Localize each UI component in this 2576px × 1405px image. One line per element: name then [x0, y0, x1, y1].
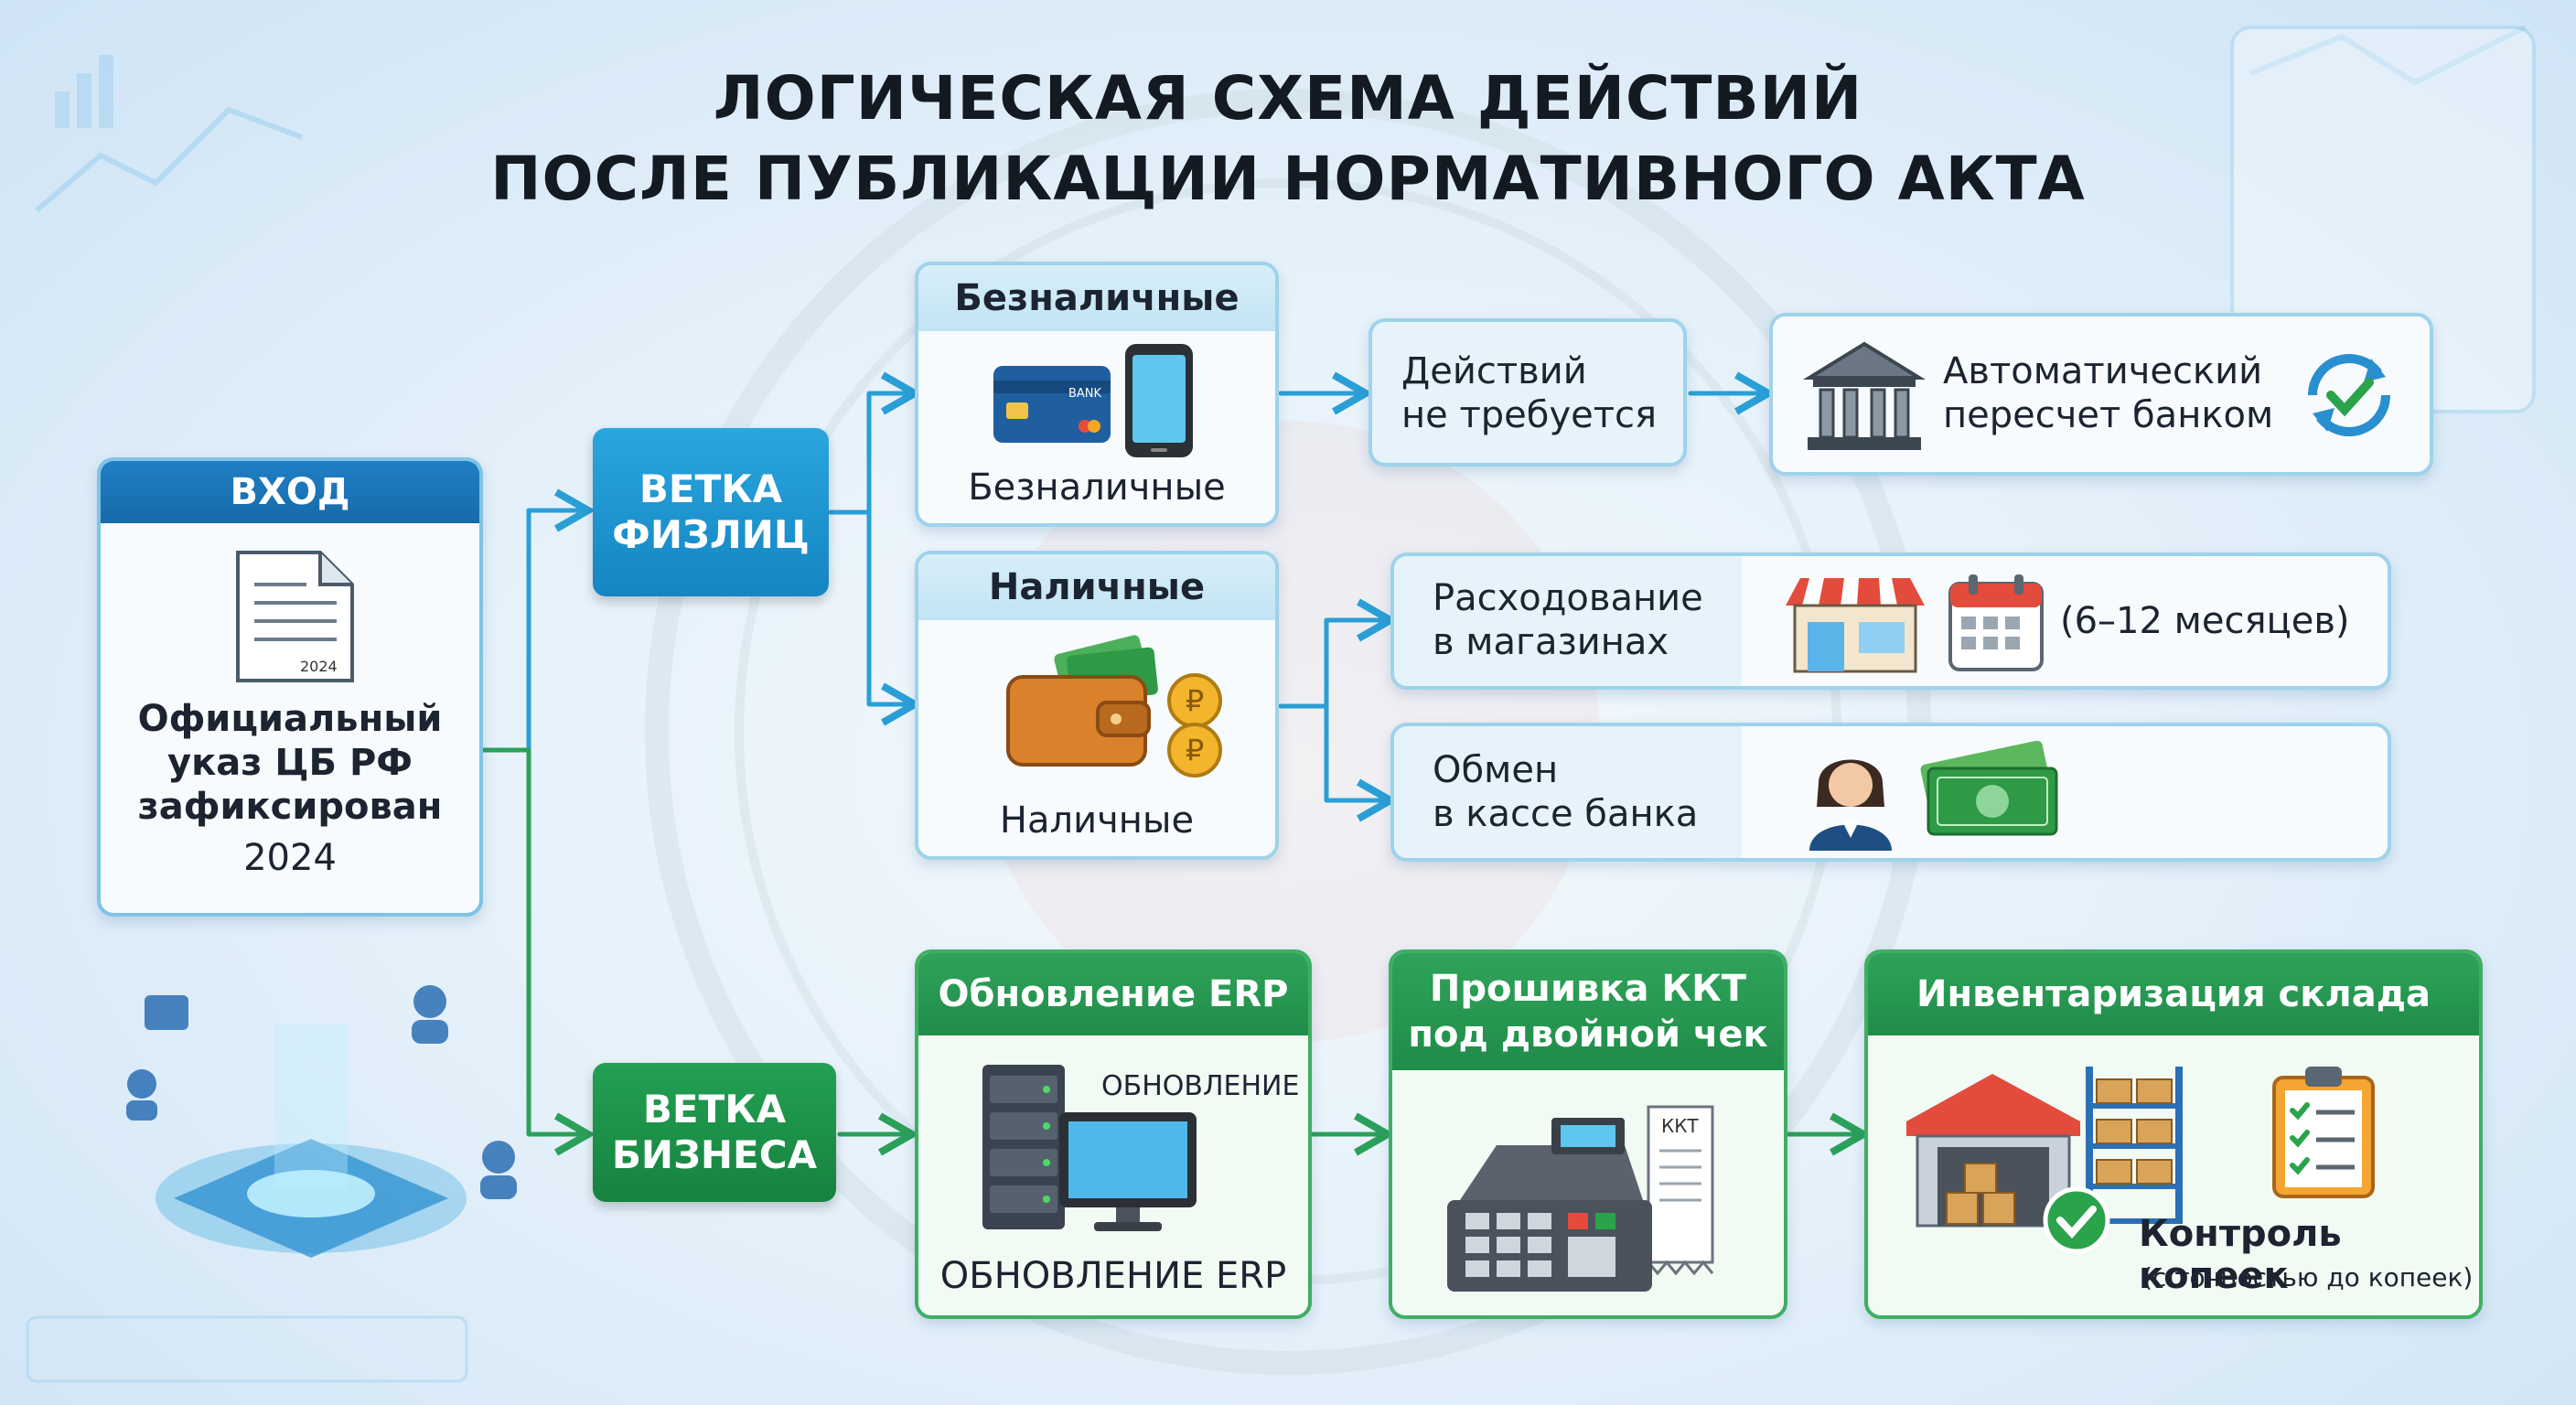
checklist-clipboard-icon — [2272, 1067, 2375, 1198]
bank-card-icon: BANK — [993, 366, 1111, 443]
entry-line-1: Официальный — [137, 698, 443, 740]
no-action-text: Действий не требуется — [1401, 349, 1657, 437]
cash-register-icon: ККТ — [1447, 1105, 1714, 1292]
monitor-icon — [1059, 1112, 1197, 1231]
title-line-2: ПОСЛЕ ПУБЛИКАЦИИ НОРМАТИВНОГО АКТА — [490, 144, 2086, 214]
cash-header: Наличные — [918, 554, 1275, 620]
no-action-line-1: Действий — [1401, 350, 1587, 392]
inventory-precision: (с точностью до копеек) — [2142, 1262, 2474, 1292]
calendar-icon — [1948, 574, 2044, 671]
inventory-header: Инвентаризация склада — [1868, 953, 2479, 1035]
kkt-receipt-tag: ККТ — [1661, 1115, 1699, 1137]
branch-business-line-2: БИЗНЕСА — [611, 1132, 818, 1177]
spending-line-2: в магазинах — [1433, 621, 1669, 663]
ruble-coins-icon: ₽ ₽ — [1167, 673, 1222, 778]
cashless-label: Безналичные — [968, 467, 1226, 509]
exchange-line-2: в кассе банка — [1433, 793, 1699, 835]
spending-box: Расходование в магазинах (6–12 месяцев) — [1390, 552, 2391, 690]
erp-label: ОБНОВЛЕНИЕ ERP — [939, 1255, 1287, 1297]
kkt-header-line-1: Прошивка ККТ — [1429, 968, 1747, 1010]
spending-text: Расходование в магазинах — [1433, 576, 1703, 664]
exchange-text-panel — [1394, 726, 1742, 858]
kkt-box: Прошивка ККТ под двойной чек ККТ — [1389, 949, 1787, 1319]
arrow-cash-to-spending — [1278, 598, 1399, 709]
banknotes-icon — [1920, 740, 2058, 836]
server-icon — [982, 1065, 1065, 1229]
bank-teller-icon — [1809, 759, 1892, 851]
floating-icons — [126, 985, 517, 1199]
cashless-box: Безналичные BANK Безналичные — [915, 262, 1279, 527]
entry-line-3: зафиксирован — [137, 786, 443, 828]
kkt-header: Прошивка ККТ под двойной чек — [1392, 953, 1784, 1070]
entry-box: ВХОД 2024 Официальный указ ЦБ РФ зафикси… — [97, 457, 483, 917]
store-icon — [1786, 578, 1925, 673]
spending-line-1: Расходование — [1433, 577, 1703, 619]
auto-recalc-line-2: пересчет банком — [1943, 394, 2274, 436]
smartphone-icon — [1125, 344, 1193, 457]
shelves-icon — [2086, 1067, 2183, 1224]
bank-building-icon — [1802, 341, 1927, 450]
title-line-1: ЛОГИЧЕСКАЯ СХЕМА ДЕЙСТВИЙ — [713, 63, 1863, 134]
auto-recalc-line-1: Автоматический — [1943, 350, 2263, 392]
no-action-box: Действий не требуется — [1368, 318, 1687, 467]
entry-header: ВХОД — [101, 461, 479, 523]
svg-text:₽: ₽ — [1186, 683, 1204, 718]
arrow-individuals-to-cashless — [828, 371, 923, 515]
inventory-box: Инвентаризация склада Контроль копеек (с… — [1864, 949, 2483, 1319]
entry-line-2: указ ЦБ РФ — [167, 742, 413, 784]
branch-business-line-1: ВЕТКА — [642, 1087, 787, 1132]
document-year: 2024 — [300, 658, 338, 675]
branch-business: ВЕТКА БИЗНЕСА — [593, 1063, 836, 1202]
auto-recalc-box: Автоматический пересчет банком — [1769, 313, 2433, 476]
warehouse-icon — [1906, 1074, 2080, 1228]
inventory-header-text: Инвентаризация склада — [1916, 973, 2431, 1015]
erp-box: Обновление ERP ОБНОВЛЕНИЕ ОБНОВЛЕНИЕ ERP — [915, 949, 1312, 1319]
cashless-header-text: Безналичные — [954, 277, 1240, 319]
check-badge-icon — [2043, 1186, 2110, 1254]
spending-period: (6–12 месяцев) — [2060, 600, 2350, 642]
branch-individuals-line-1: ВЕТКА — [639, 467, 783, 511]
no-action-line-2: не требуется — [1401, 394, 1658, 436]
erp-update-tag: ОБНОВЛЕНИЕ — [1101, 1070, 1300, 1102]
arrow-entry-to-business — [480, 747, 596, 1156]
erp-header-text: Обновление ERP — [938, 973, 1289, 1015]
page-title: ЛОГИЧЕСКАЯ СХЕМА ДЕЙСТВИЙ ПОСЛЕ ПУБЛИКАЦ… — [0, 59, 2576, 220]
auto-recalc-text: Автоматический пересчет банком — [1943, 349, 2273, 437]
cash-label: Наличные — [999, 799, 1195, 842]
entry-text: Официальный указ ЦБ РФ зафиксирован 2024 — [101, 697, 479, 880]
document-icon: 2024 — [236, 551, 354, 682]
erp-header: Обновление ERP — [918, 953, 1308, 1035]
wallet-icon — [1006, 635, 1158, 767]
branch-individuals: ВЕТКА ФИЗЛИЦ — [593, 428, 829, 596]
entry-header-text: ВХОД — [230, 471, 350, 513]
arrow-individuals-to-cash — [828, 509, 923, 726]
branch-individuals-line-2: ФИЗЛИЦ — [612, 512, 810, 557]
exchange-box: Обмен в кассе банка — [1390, 723, 2391, 862]
inventory-control: Контроль копеек — [2139, 1213, 2342, 1297]
cashless-header: Безналичные — [918, 265, 1275, 331]
exchange-line-1: Обмен — [1433, 749, 1559, 791]
refresh-check-icon — [2308, 354, 2390, 436]
kkt-header-line-2: под двойной чек — [1408, 1014, 1768, 1056]
cash-header-text: Наличные — [988, 566, 1206, 608]
spending-text-panel — [1394, 556, 1742, 686]
svg-text:₽: ₽ — [1186, 733, 1204, 767]
exchange-text: Обмен в кассе банка — [1433, 748, 1698, 836]
cash-box: Наличные ₽ ₽ Наличные — [915, 551, 1279, 860]
arrow-cash-to-exchange — [1278, 703, 1399, 822]
card-bank-text: BANK — [1068, 387, 1102, 401]
entry-line-4: 2024 — [243, 837, 337, 879]
arrow-entry-to-individuals — [480, 488, 596, 753]
